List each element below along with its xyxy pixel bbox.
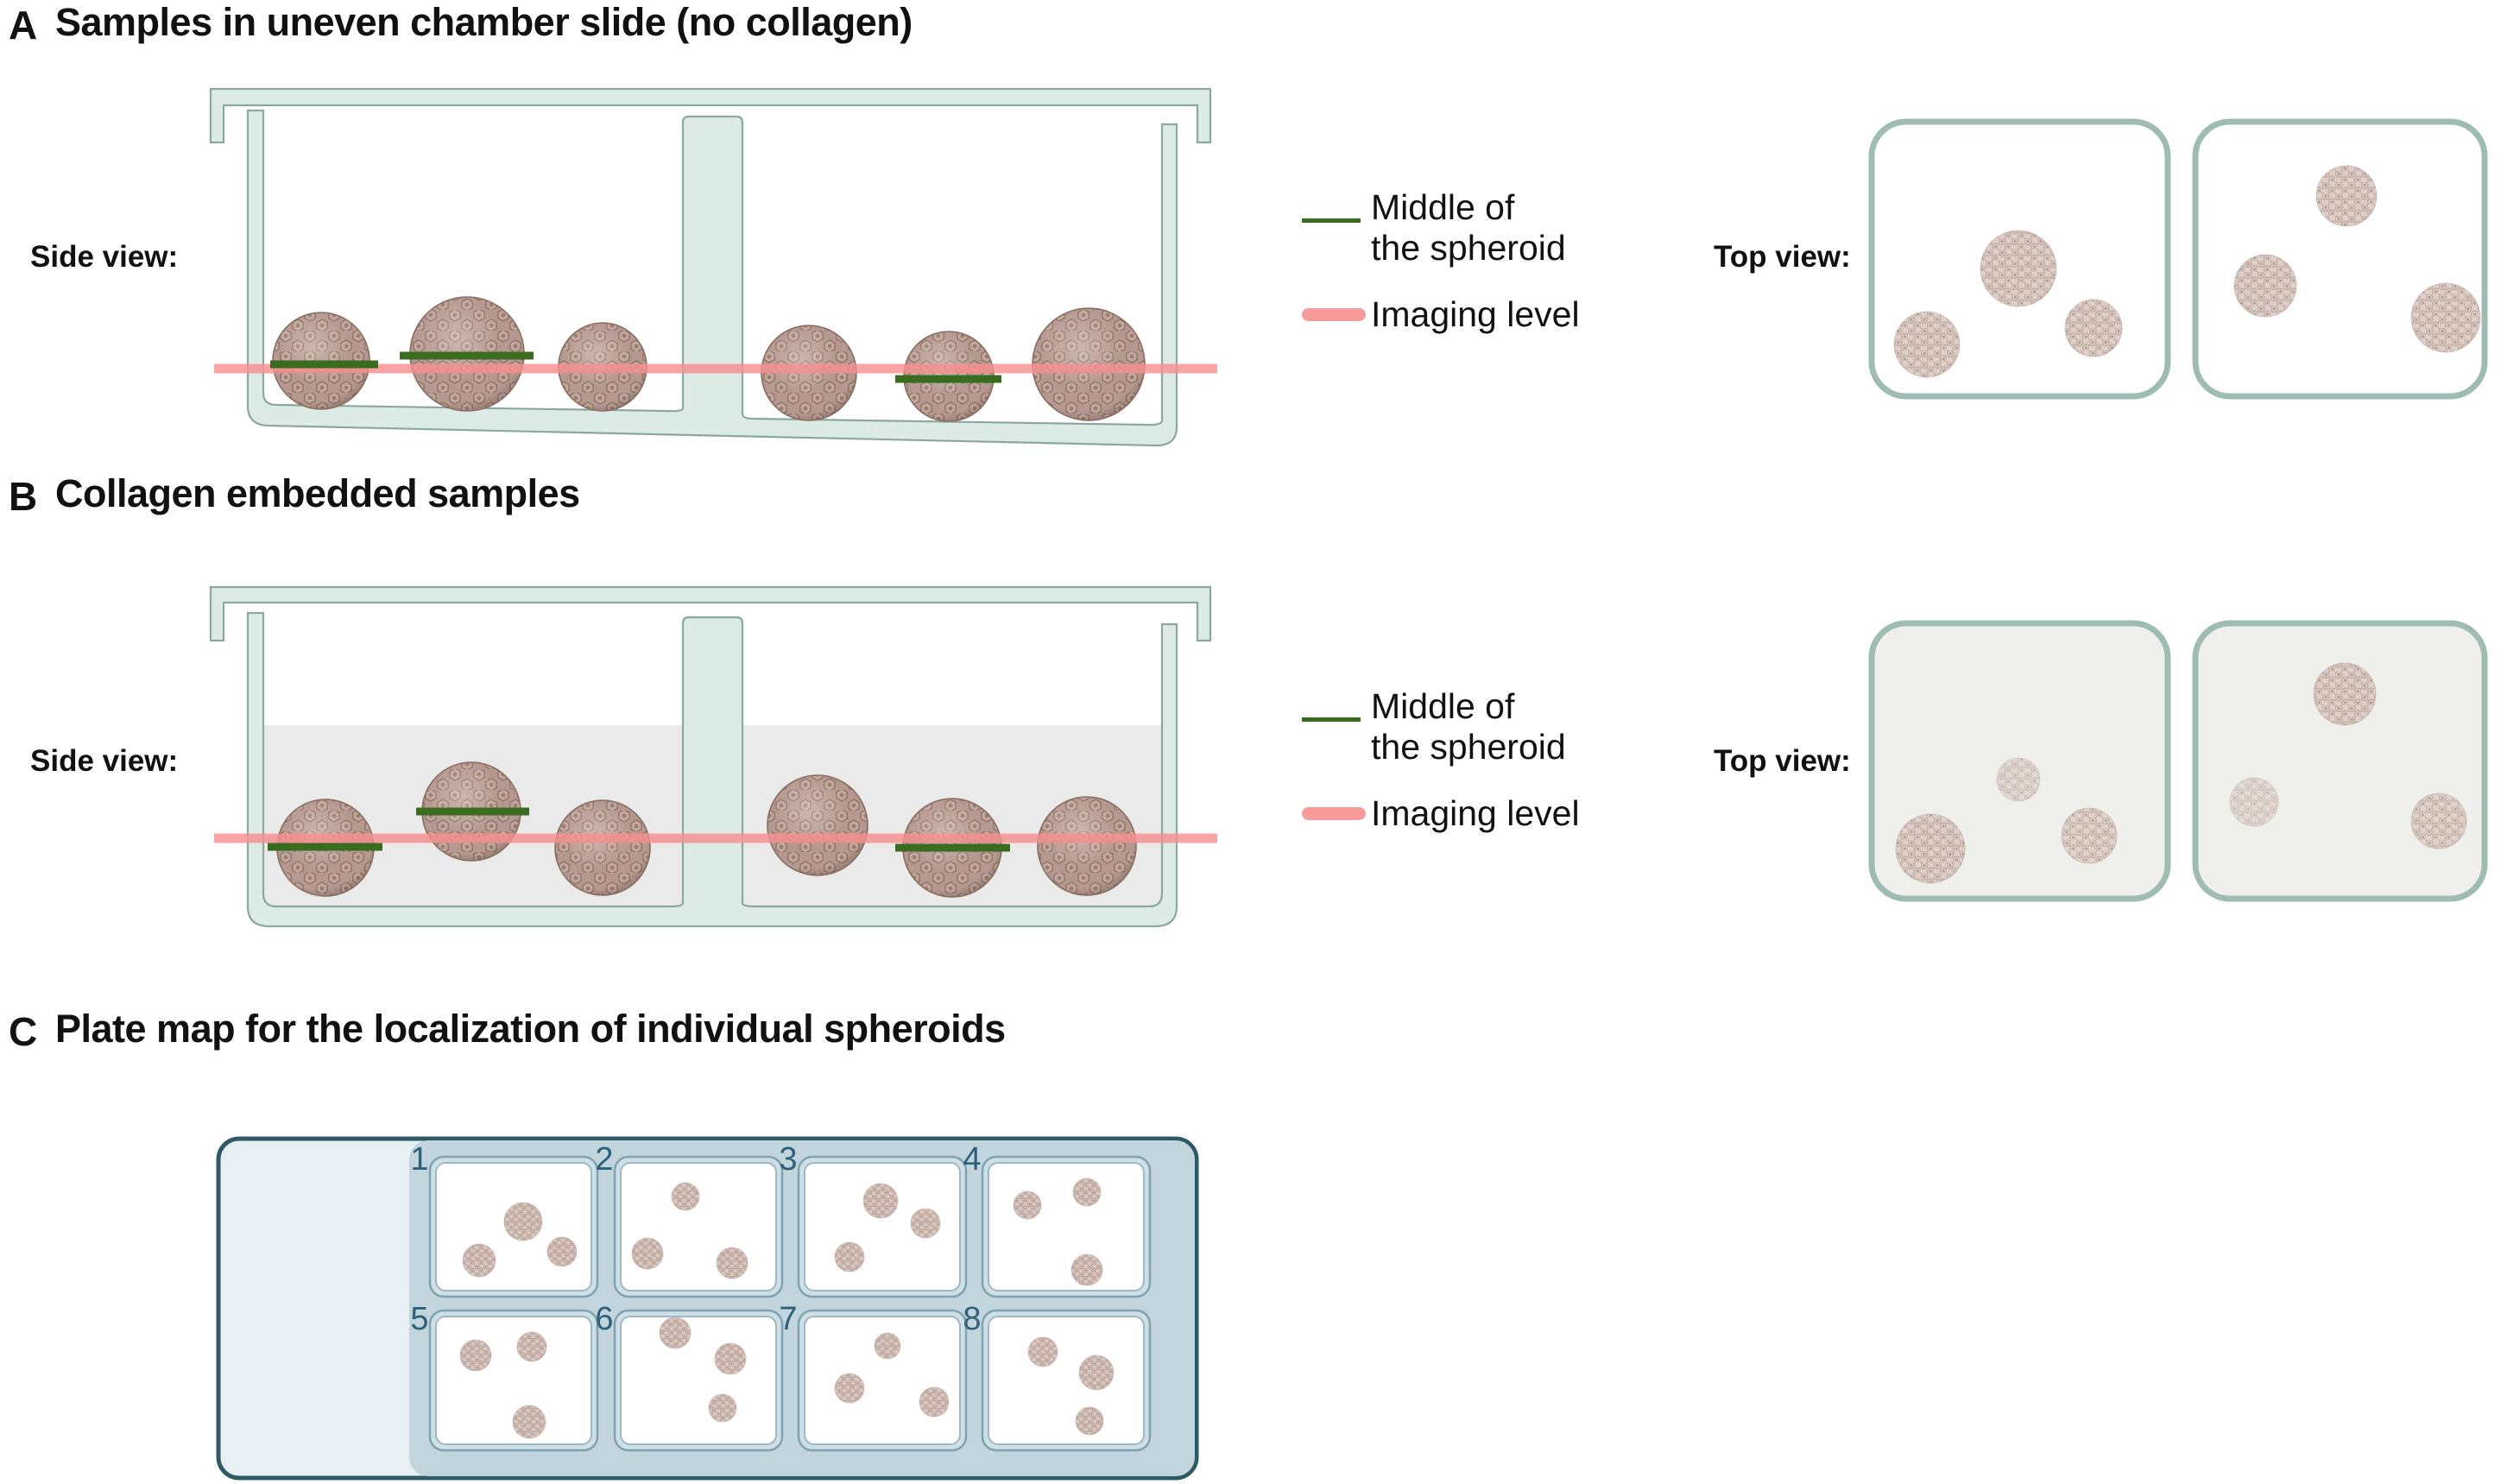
top-view-well	[2192, 620, 2488, 902]
legend-a-middle-line1: Middle of	[1371, 187, 1515, 227]
well-number: 3	[779, 1141, 797, 1178]
spheroid	[2313, 662, 2377, 726]
well-number: 2	[595, 1141, 613, 1178]
section-b-title: Collagen embedded samples	[55, 471, 580, 515]
spheroid	[462, 1243, 496, 1278]
plate-wells: 1 2 3 4 5 6 7 8	[410, 1141, 1152, 1452]
well-number: 6	[595, 1301, 613, 1337]
spheroid	[767, 774, 868, 876]
spheroid	[1037, 796, 1137, 896]
spheroid	[910, 1208, 941, 1239]
spheroid	[2410, 793, 2467, 849]
spheroid	[1027, 1336, 1058, 1367]
spheroid	[554, 799, 651, 896]
well-number: 8	[963, 1301, 981, 1337]
top-view-well	[2192, 118, 2488, 400]
spheroid	[2064, 299, 2123, 357]
spheroid	[516, 1331, 547, 1362]
spheroid	[714, 1342, 747, 1375]
well-number: 5	[410, 1301, 428, 1337]
spheroid	[1072, 1178, 1102, 1207]
legend-a-imaging-label: Imaging level	[1371, 294, 1580, 334]
spheroid	[1996, 757, 2041, 802]
side-view-label-a: Side view:	[30, 240, 179, 274]
spheroid	[2315, 165, 2378, 227]
top-view-b-wells	[1868, 620, 2488, 902]
plate-map-diagram: 1 2 3 4 5 6 7 8	[216, 1136, 1199, 1481]
spheroid	[708, 1393, 737, 1423]
spheroid	[2229, 777, 2279, 827]
top-view-a-wells	[1868, 118, 2488, 400]
spheroid	[671, 1182, 700, 1211]
chamber-vessel-b	[246, 611, 1178, 928]
spheroid	[2061, 807, 2118, 864]
plate-well-inner	[620, 1316, 777, 1445]
spheroid	[1075, 1406, 1104, 1436]
legend-b-middle-line2: the spheroid	[1371, 727, 1566, 767]
legend-a-green-line	[1302, 218, 1361, 223]
spheroid	[2410, 282, 2481, 353]
spheroid	[503, 1202, 543, 1241]
spheroid	[1013, 1190, 1042, 1220]
legend-b-middle-label: Middle of the spheroid	[1371, 686, 1566, 767]
spheroid	[459, 1339, 492, 1372]
spheroid-middle-lines-a	[270, 351, 1001, 383]
plate-well-inner	[620, 1162, 777, 1291]
spheroid-middle-lines-b	[268, 807, 1010, 852]
top-view-a-diagram	[1868, 118, 2488, 400]
side-view-b-diagram	[209, 585, 1217, 928]
legend-a-imaging-line	[1302, 308, 1366, 321]
legend-b-imaging-line	[1302, 807, 1366, 820]
plate-well-inner	[988, 1162, 1145, 1291]
well-number: 7	[779, 1301, 797, 1337]
chamber-lid-a	[209, 87, 1212, 144]
top-view-label-b: Top view:	[1714, 744, 1851, 778]
spheroid	[834, 1373, 865, 1404]
side-view-a-diagram	[209, 87, 1217, 447]
spheroid	[2233, 254, 2297, 318]
spheroid	[862, 1183, 899, 1219]
legend-b-imaging-label: Imaging level	[1371, 793, 1580, 833]
spheroid	[546, 1236, 578, 1267]
well-number: 4	[963, 1141, 981, 1178]
plate-well-inner	[988, 1316, 1145, 1445]
section-c-title: Plate map for the localization of indivi…	[55, 1007, 1006, 1051]
spheroid	[512, 1405, 546, 1439]
spheroid	[1980, 230, 2057, 307]
legend-a-middle-label: Middle of the spheroid	[1371, 187, 1566, 268]
section-a-letter: A	[9, 3, 38, 47]
spheroid	[919, 1386, 950, 1418]
spheroid	[1895, 813, 1966, 884]
spheroid	[631, 1237, 664, 1270]
top-view-b-diagram	[1868, 620, 2488, 902]
well-number: 1	[410, 1141, 428, 1178]
legend-a-middle-line2: the spheroid	[1371, 228, 1566, 268]
spheroid	[834, 1241, 865, 1272]
legend-b-middle-line1: Middle of	[1371, 686, 1515, 726]
spheroid	[659, 1317, 692, 1349]
side-view-label-b: Side view:	[30, 744, 179, 778]
chamber-lid-b	[209, 585, 1212, 642]
plate-well-inner	[804, 1316, 961, 1445]
legend-b-green-line	[1302, 717, 1361, 722]
spheroid	[874, 1332, 901, 1360]
section-b-letter: B	[9, 474, 38, 519]
spheroid	[1071, 1254, 1103, 1286]
section-a-title: Samples in uneven chamber slide (no coll…	[55, 0, 913, 44]
chamber-vessel-a	[246, 109, 1178, 447]
spheroid	[716, 1247, 748, 1279]
top-view-label-a: Top view:	[1714, 240, 1851, 274]
section-c-letter: C	[9, 1009, 38, 1054]
spheroid	[1078, 1355, 1115, 1391]
spheroid	[1893, 311, 1961, 378]
